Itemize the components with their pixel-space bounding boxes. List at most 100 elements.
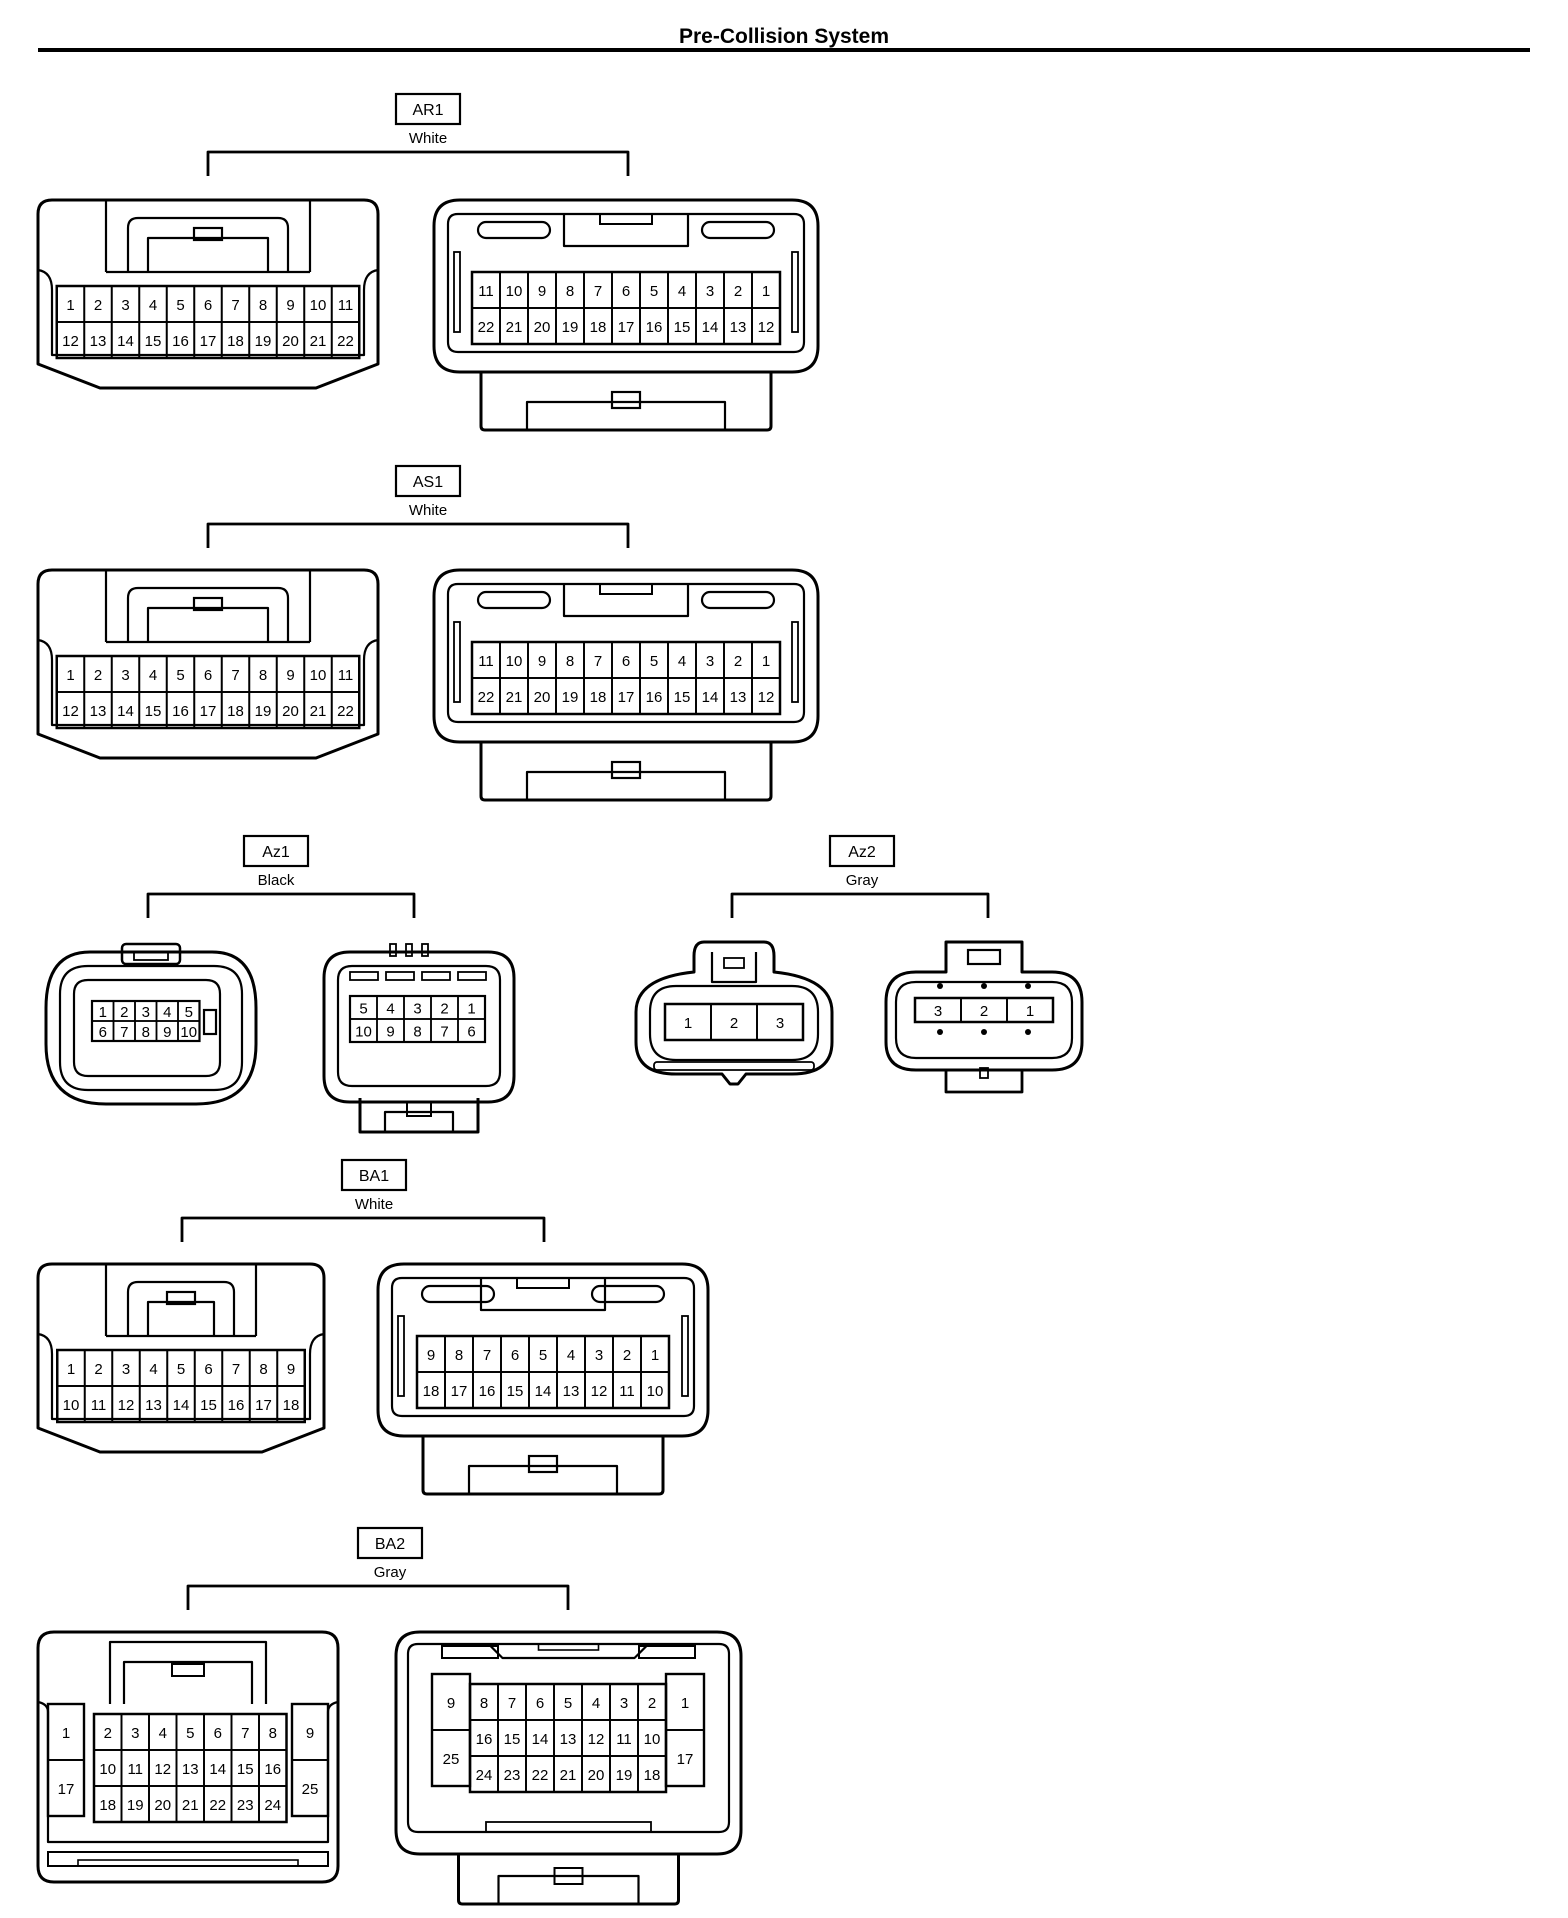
pin-number: 6	[99, 1024, 107, 1041]
pin-cell	[751, 677, 781, 715]
lock-tab	[192, 596, 224, 612]
pin-number: 15	[237, 1761, 254, 1778]
pin-number: 5	[185, 1004, 193, 1021]
pin-number: 1	[684, 1015, 692, 1032]
pin-number: 5	[539, 1347, 547, 1364]
pin-number: 3	[934, 1003, 942, 1020]
pin-number: 12	[591, 1383, 608, 1400]
pin-number: 7	[594, 653, 602, 670]
pin-number: 6	[204, 1361, 212, 1378]
latch-slot	[599, 583, 653, 595]
lock-tab	[723, 957, 745, 969]
latch-slot	[537, 1643, 600, 1651]
housing-outline	[322, 950, 516, 1104]
pin-number: 17	[451, 1383, 468, 1400]
housing-outline	[36, 1262, 326, 1454]
pin-number: 7	[508, 1695, 516, 1712]
pin-number: 3	[620, 1695, 628, 1712]
pin-number: 10	[99, 1761, 116, 1778]
housing-outline	[432, 198, 820, 374]
pin-number: 11	[619, 1383, 635, 1400]
pin-number: 17	[200, 703, 217, 720]
pin-number: 8	[142, 1024, 150, 1041]
pin-number: 8	[566, 653, 574, 670]
lock-frame	[104, 200, 312, 272]
pin-number: 3	[122, 1361, 130, 1378]
bottom-latch	[610, 760, 642, 780]
pin-number: 16	[646, 689, 663, 706]
lock-arm-inner	[146, 1300, 216, 1336]
pin-number: 13	[563, 1383, 580, 1400]
top-post	[421, 943, 429, 957]
pin-number: 1	[681, 1695, 689, 1712]
lock-frame	[108, 1640, 268, 1704]
pin-number: 20	[588, 1767, 605, 1784]
pin-number: 4	[678, 653, 686, 670]
lock-arm	[126, 1280, 236, 1336]
lock-frame	[710, 952, 758, 984]
pin-number: 6	[622, 653, 630, 670]
rail-left	[453, 251, 461, 333]
pin-number: 9	[286, 297, 294, 314]
pin-number: 12	[758, 319, 775, 336]
bottom-cap-inner	[497, 1874, 640, 1904]
latch-slot	[516, 1277, 570, 1289]
pin-number: 4	[159, 1725, 167, 1742]
housing-inner	[390, 1276, 696, 1418]
top-notch	[562, 584, 690, 618]
pin-number: 18	[227, 703, 244, 720]
slot-left	[441, 1645, 499, 1659]
pin-number: 11	[338, 667, 354, 684]
pin-number: 13	[730, 319, 747, 336]
pin-number: 18	[590, 319, 607, 336]
housing-outline	[634, 940, 834, 1086]
pin-number: 14	[702, 689, 719, 706]
pin-number: 4	[678, 283, 686, 300]
pin-number: 16	[479, 1383, 496, 1400]
pin-number: 8	[566, 283, 574, 300]
housing-outline	[432, 568, 820, 744]
pin-number: 11	[478, 653, 494, 670]
pin-number: 16	[476, 1731, 493, 1748]
pin-number: 16	[228, 1397, 245, 1414]
pin-number: 3	[776, 1015, 784, 1032]
pin-number: 13	[560, 1731, 577, 1748]
pin-number: 18	[644, 1767, 661, 1784]
pin-number: 4	[149, 297, 157, 314]
pin-cell	[756, 1003, 804, 1041]
bottom-latch	[527, 1454, 559, 1474]
pin-number: 15	[674, 689, 691, 706]
pin-number: 17	[677, 1751, 694, 1768]
pin-number: 5	[176, 297, 184, 314]
pin-number: 9	[538, 653, 546, 670]
pin-number: 23	[237, 1797, 254, 1814]
pin-number: 18	[423, 1383, 440, 1400]
bottom-cap-inner	[525, 770, 727, 800]
pin-number: 21	[310, 703, 327, 720]
pin-number: 10	[310, 297, 327, 314]
pin-number: 2	[734, 283, 742, 300]
top-notch	[562, 214, 690, 248]
pin-number: 2	[94, 1361, 102, 1378]
pin-number: 16	[172, 703, 189, 720]
connector-code: BA2	[375, 1536, 405, 1553]
pin-cell	[177, 1020, 201, 1042]
pin-number: 21	[506, 319, 523, 336]
pin-number: 3	[595, 1347, 603, 1364]
pin-number: 15	[504, 1731, 521, 1748]
pin-number: 3	[131, 1725, 139, 1742]
pin-number: 10	[644, 1731, 661, 1748]
slot-left	[476, 220, 552, 240]
bottom-cap	[479, 742, 773, 802]
pin-number: 12	[62, 703, 79, 720]
pin-number: 21	[182, 1797, 199, 1814]
pin-number: 17	[618, 689, 635, 706]
pin-number: 25	[443, 1751, 460, 1768]
housing-outline	[44, 950, 258, 1106]
key-dot	[1025, 1029, 1031, 1035]
pin-cell	[751, 307, 781, 345]
pin-number: 6	[204, 297, 212, 314]
pin-number: 9	[447, 1695, 455, 1712]
housing-ledge	[37, 268, 379, 357]
pin-number: 11	[91, 1397, 107, 1414]
